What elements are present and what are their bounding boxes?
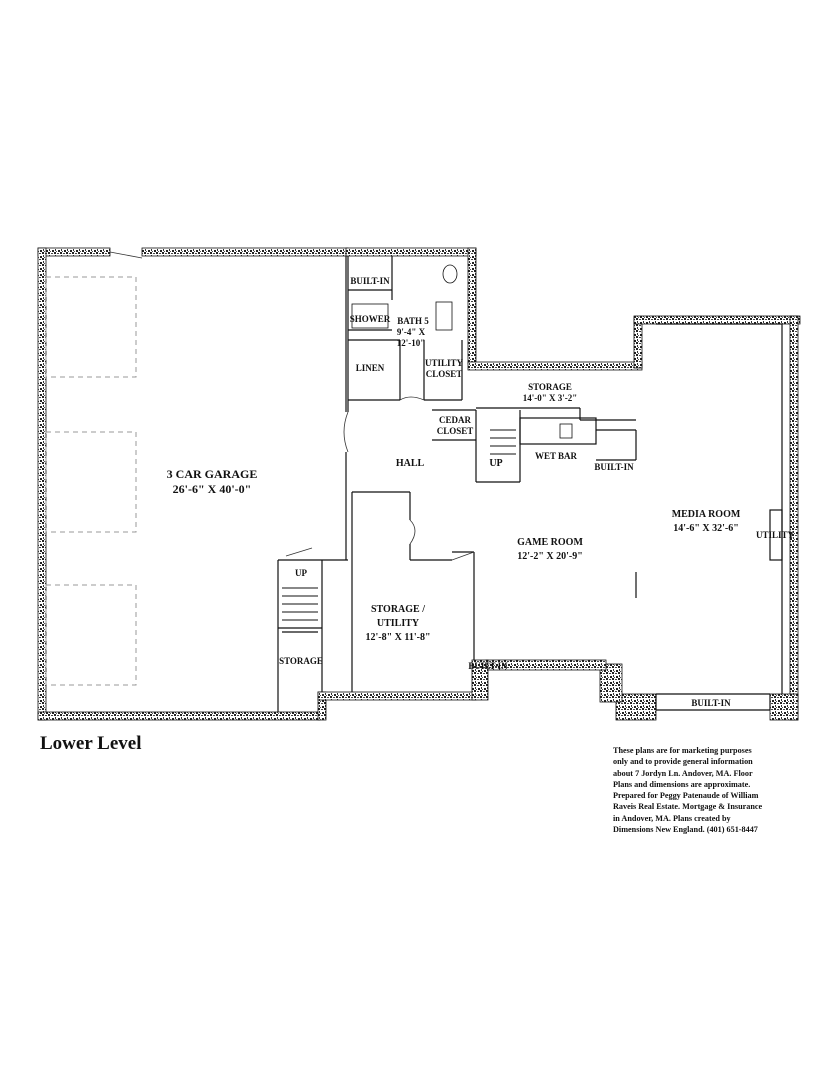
wet-bar-label: WET BAR [535, 451, 578, 461]
media-room-label: MEDIA ROOM [672, 509, 741, 520]
bar-sink-icon [559, 423, 573, 439]
storage-utility-dims: 12'-8" X 11'-8" [366, 632, 431, 643]
built-in-bar-label: BUILT-IN [594, 462, 634, 472]
exterior-walls [37, 247, 801, 721]
disclaimer-line: These plans are for marketing purposes [613, 746, 752, 755]
built-in-bottom-label: BUILT-IN [468, 661, 508, 671]
sink-icon [435, 301, 453, 331]
storage-utility-line1: STORAGE / [371, 604, 425, 615]
game-room-dims: 12'-2" X 20'-9" [517, 551, 583, 562]
level-title: Lower Level [40, 733, 142, 754]
bath5-dims1: 9'-4" X [397, 327, 426, 337]
interior-walls [277, 256, 783, 712]
storage-utility-line2: UTILITY [377, 618, 420, 629]
shower-label: SHOWER [350, 314, 391, 324]
storage-garage-label: STORAGE [279, 656, 323, 666]
cedar-closet-line2: CLOSET [437, 426, 474, 436]
door-swings [109, 251, 475, 561]
utility-media-label: UTILITY [756, 530, 795, 540]
room-labels: 3 CAR GARAGE 26'-6" X 40'-0" BUILT-IN SH… [167, 276, 795, 708]
disclaimer-line: only and to provide general information [613, 757, 753, 767]
fixtures [351, 264, 573, 439]
up-main-label: UP [489, 458, 502, 469]
built-in-media-label: BUILT-IN [691, 698, 731, 708]
utility-closet-line1: UTILITY [425, 358, 464, 368]
up-garage-label: UP [295, 568, 307, 578]
toilet-icon [442, 264, 458, 284]
disclaimer-line: Dimensions New England. (401) 651-8447 [613, 825, 758, 835]
cedar-closet-line1: CEDAR [439, 415, 472, 425]
garage-dims: 26'-6" X 40'-0" [173, 482, 252, 496]
storage-top-dims: 14'-0" X 3'-2" [523, 393, 578, 403]
garage-label: 3 CAR GARAGE [167, 467, 258, 481]
disclaimer-line: Plans and dimensions are approximate. [613, 779, 751, 789]
game-room-label: GAME ROOM [517, 537, 583, 548]
disclaimer-line: in Andover, MA. Plans created by [613, 813, 731, 823]
disclaimer: These plans are for marketing purposes o… [613, 745, 803, 835]
media-room-dims: 14'-6" X 32'-6" [673, 523, 739, 534]
stairs [282, 429, 516, 621]
garage-bays [45, 276, 137, 686]
disclaimer-line: Prepared for Peggy Patenaude of William [613, 791, 759, 801]
disclaimer-line: about 7 Jordyn Ln. Andover, MA. Floor [613, 768, 753, 778]
built-in-top-label: BUILT-IN [350, 276, 390, 286]
storage-top-label: STORAGE [528, 382, 572, 392]
linen-label: LINEN [356, 363, 385, 373]
hall-label: HALL [396, 458, 425, 469]
bath5-label: BATH 5 [397, 316, 429, 326]
disclaimer-line: Raveis Real Estate. Mortgage & Insurance [613, 802, 763, 812]
utility-closet-line2: CLOSET [426, 369, 463, 379]
bath5-dims2: 12'-10" [397, 338, 426, 348]
shower-stall [351, 303, 389, 329]
